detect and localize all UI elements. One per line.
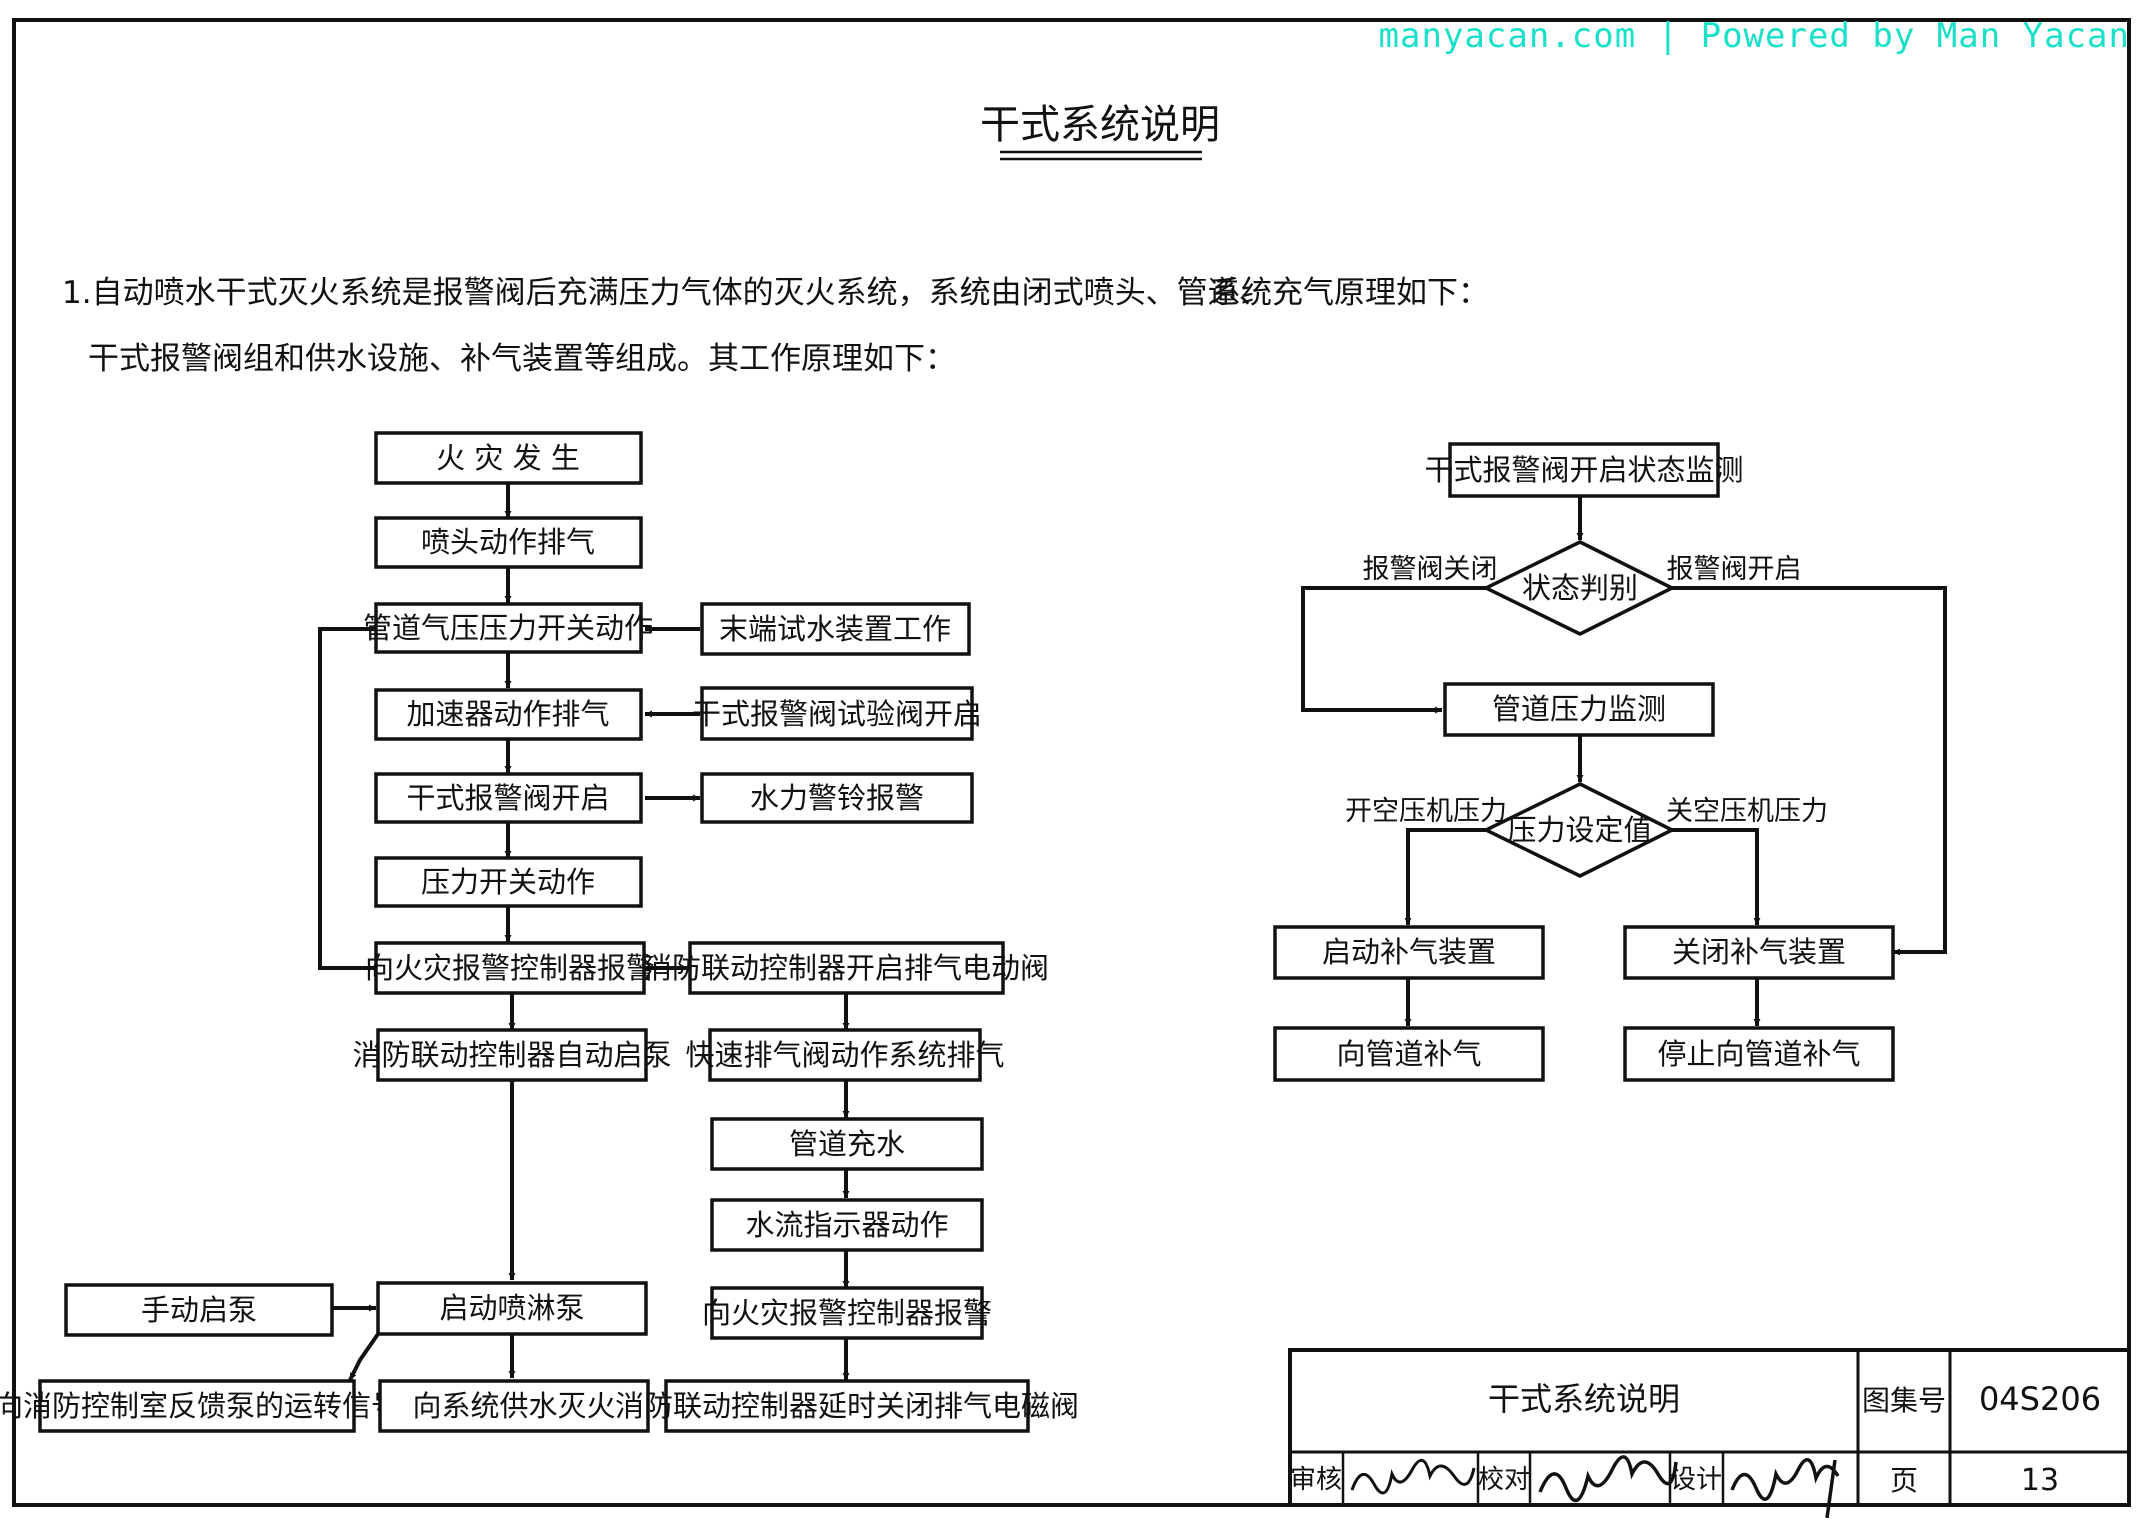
node-fire-label: 火 灾 发 生 xyxy=(436,441,580,475)
node-add-air xyxy=(1273,1026,1545,1082)
page-title: 干式系统说明 xyxy=(980,102,1220,148)
sheet-border xyxy=(12,18,2131,1507)
node-pipe-pressure-monitor-label: 管道压力监测 xyxy=(1492,692,1666,726)
node-pipe-pressure-switch xyxy=(374,602,643,654)
node-stop-air xyxy=(1623,1026,1895,1082)
node-pressure-set-label: 压力设定值 xyxy=(1507,813,1652,847)
title-block-page-no: 13 xyxy=(2021,1463,2059,1498)
reviewer-signature xyxy=(1350,1459,1476,1495)
node-alarm-valve-open xyxy=(374,772,643,824)
node-flow-indicator xyxy=(710,1198,984,1252)
edge-state-open-to-stop-device xyxy=(1672,586,1947,956)
node-monitor-valve-label: 干式报警阀开启状态监测 xyxy=(1424,453,1743,487)
node-stop-device-label: 关闭补气装置 xyxy=(1672,935,1846,969)
title-block-atlas-label: 图集号 xyxy=(1862,1384,1946,1417)
node-water-bell-label: 水力警铃报警 xyxy=(750,781,924,815)
charging-heading: 系统充气原理如下： xyxy=(1210,275,1489,311)
node-feedback xyxy=(38,1379,356,1433)
node-quick-exhaust xyxy=(708,1028,982,1082)
title-block-atlas-no: 04S206 xyxy=(1979,1380,2101,1418)
node-test-valve-label: 干式报警阀试验阀开启 xyxy=(692,697,982,731)
node-linkage-open-valve xyxy=(688,941,1005,995)
node-pipe-pressure-monitor xyxy=(1443,682,1715,737)
node-alarm-controller xyxy=(374,941,646,995)
node-end-test xyxy=(700,602,971,656)
node-accelerator-label: 加速器动作排气 xyxy=(406,697,609,731)
title-block-design-label: 设计 xyxy=(1670,1465,1722,1495)
left-flow-edges xyxy=(318,483,850,1381)
node-monitor-valve xyxy=(1448,442,1720,498)
node-pressure-set xyxy=(1482,782,1676,878)
node-start-device xyxy=(1273,925,1545,980)
watermark: manyacan.com | Powered by Man Yacan xyxy=(1378,16,2130,56)
node-state-check xyxy=(1482,540,1676,636)
node-auto-pump-label: 消防联动控制器自动启泵 xyxy=(352,1038,671,1072)
node-water-bell xyxy=(700,772,974,824)
node-manual-pump xyxy=(64,1283,334,1337)
node-accelerator xyxy=(374,688,643,741)
label-stop-compressor: 关空压机压力 xyxy=(1666,796,1828,827)
title-block-check-label: 校对 xyxy=(1478,1465,1530,1495)
node-start-pump-label: 启动喷淋泵 xyxy=(439,1291,584,1325)
node-alarm-controller-2 xyxy=(710,1286,984,1340)
node-add-air-label: 向管道补气 xyxy=(1336,1037,1481,1071)
node-alarm-controller-2-label: 向火灾报警控制器报警 xyxy=(702,1296,992,1330)
title-block-review-label: 审核 xyxy=(1290,1465,1342,1495)
title-block-page-label: 页 xyxy=(1890,1464,1918,1497)
edge-set-to-start-device xyxy=(1404,828,1486,925)
edge-set-to-stop-device xyxy=(1672,828,1761,925)
label-start-compressor: 开空压机压力 xyxy=(1345,796,1507,827)
designer-signature xyxy=(1730,1458,1840,1519)
node-pressure-switch-label: 压力开关动作 xyxy=(421,865,595,899)
right-flow-nodes: 干式报警阀开启状态监测 状态判别 报警阀关闭 报警阀开启 管道压力监测 压力设定… xyxy=(1273,442,1895,1082)
node-stop-air-label: 停止向管道补气 xyxy=(1657,1037,1860,1071)
node-quick-exhaust-label: 快速排气阀动作系统排气 xyxy=(685,1038,1004,1072)
title-block-drawing-name: 干式系统说明 xyxy=(1488,1380,1680,1418)
node-state-check-label: 状态判别 xyxy=(1522,571,1638,605)
node-supply-water xyxy=(378,1379,650,1433)
intro-line-2: 干式报警阀组和供水设施、补气装置等组成。其工作原理如下： xyxy=(88,341,956,377)
node-pressure-switch xyxy=(374,856,643,908)
label-valve-open: 报警阀开启 xyxy=(1667,554,1802,585)
edge-state-closed-to-pressure-monitor xyxy=(1301,586,1486,714)
node-fire xyxy=(374,431,643,485)
node-end-test-label: 末端试水装置工作 xyxy=(719,612,951,646)
node-pipe-fill-label: 管道充水 xyxy=(789,1127,905,1161)
node-linkage-open-valve-label: 消防联动控制器开启排气电动阀 xyxy=(643,951,1049,985)
node-alarm-controller-label: 向火灾报警控制器报警 xyxy=(365,951,655,985)
edge-startpump-to-feedback xyxy=(348,1332,380,1381)
intro-line-1: 1.自动喷水干式灭火系统是报警阀后充满压力气体的灭火系统，系统由闭式喷头、管道、 xyxy=(62,275,1270,311)
node-start-device-label: 启动补气装置 xyxy=(1322,935,1496,969)
node-pipe-pressure-switch-label: 管道气压压力开关动作 xyxy=(363,611,653,645)
node-nozzle-exhaust xyxy=(374,516,643,569)
node-alarm-valve-open-label: 干式报警阀开启 xyxy=(406,781,609,815)
node-nozzle-exhaust-label: 喷头动作排气 xyxy=(421,525,595,559)
node-delay-close-label: 消防联动控制器延时关闭排气电磁阀 xyxy=(615,1389,1079,1423)
right-flow-edges xyxy=(1301,496,1947,1026)
node-flow-indicator-label: 水流指示器动作 xyxy=(745,1208,948,1242)
node-feedback-label: 向消防控制室反馈泵的运转信号 xyxy=(0,1389,400,1423)
left-flow-nodes: 火 灾 发 生 喷头动作排气 管道气压压力开关动作 末端试水装置工作 加速器动作… xyxy=(0,431,1079,1433)
node-pipe-fill xyxy=(710,1117,984,1171)
node-test-valve xyxy=(700,686,974,741)
title-block: 干式系统说明 图集号 04S206 审核 校对 设计 页 13 xyxy=(1288,1348,2131,1519)
node-stop-device xyxy=(1623,925,1895,980)
node-start-pump xyxy=(376,1281,648,1336)
label-valve-closed: 报警阀关闭 xyxy=(1363,554,1498,585)
node-delay-close xyxy=(664,1379,1030,1433)
node-auto-pump xyxy=(376,1028,648,1082)
edge-pipe-bypass-to-controller xyxy=(318,627,375,972)
node-supply-water-label: 向系统供水灭火 xyxy=(412,1389,615,1423)
node-manual-pump-label: 手动启泵 xyxy=(141,1293,257,1327)
checker-signature xyxy=(1538,1455,1678,1503)
